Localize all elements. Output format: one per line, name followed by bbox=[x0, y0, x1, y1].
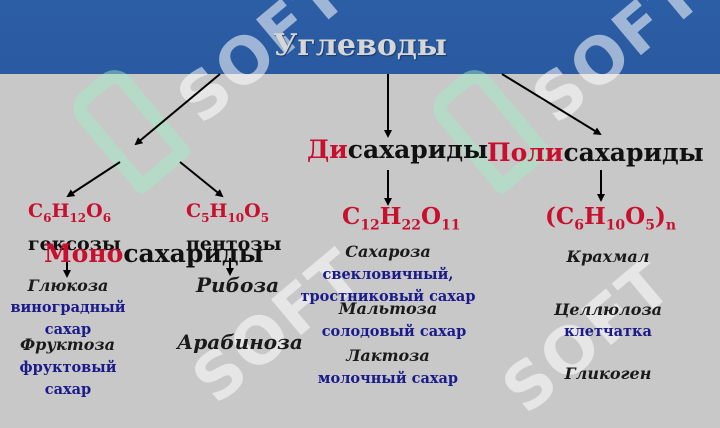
polysaccharide-formula: (C6H10O5)n bbox=[545, 203, 677, 234]
sucrose-name: Сахароза bbox=[345, 242, 431, 261]
maltose-desc: солодовый сахар bbox=[321, 323, 467, 340]
arrow-to-hexoses bbox=[66, 161, 121, 198]
starch-name: Крахмал bbox=[566, 247, 650, 266]
monosaccharides-suffix: сахариды bbox=[123, 239, 264, 268]
cellulose-desc: клетчатка bbox=[564, 323, 652, 340]
sucrose-desc-line2: тростниковый сахар bbox=[300, 288, 476, 305]
glucose-desc-line1: виноградный bbox=[10, 299, 126, 316]
fructose-name: Фруктоза bbox=[20, 335, 115, 354]
lactose-name: Лактоза bbox=[346, 346, 430, 365]
connector-arrows bbox=[63, 73, 605, 278]
hexose-formula: C6H12O6 bbox=[28, 200, 112, 225]
fructose-desc-line1: фруктовый bbox=[19, 359, 117, 376]
glucose-desc-line2: сахар bbox=[44, 321, 92, 338]
polysaccharides-prefix: Поли bbox=[487, 138, 564, 167]
disaccharide-formula: C12H22O11 bbox=[342, 203, 461, 234]
fructose-desc-line2: сахар bbox=[44, 381, 92, 398]
arrow-to-monosaccharides bbox=[134, 73, 221, 146]
monosaccharides-prefix: Моно bbox=[44, 239, 124, 268]
cellulose-name: Целлюлоза bbox=[553, 300, 663, 319]
disaccharides-suffix: сахариды bbox=[347, 135, 489, 164]
glycogen-name: Гликоген bbox=[564, 364, 652, 383]
hexoses-label: гексозы bbox=[28, 233, 121, 255]
ribose-name: Рибоза bbox=[196, 273, 280, 297]
arrow-to-pentoses bbox=[179, 161, 224, 198]
header-bar bbox=[0, 0, 720, 74]
pentoses-label: пентозы bbox=[186, 233, 282, 255]
maltose-name: Мальтоза bbox=[338, 299, 438, 318]
disaccharides-heading: Дисахариды bbox=[307, 136, 488, 164]
arrow-to-polysaccharides bbox=[501, 73, 602, 136]
glucose-name: Глюкоза bbox=[27, 276, 109, 295]
arabinose-name: Арабиноза bbox=[177, 330, 303, 354]
lactose-desc: молочный сахар bbox=[317, 370, 459, 387]
slide-title: Углеводы bbox=[273, 28, 447, 63]
pentose-formula: C5H10O5 bbox=[186, 200, 270, 225]
monosaccharides-heading: Моносахариды bbox=[44, 240, 264, 268]
polysaccharides-heading: Полисахариды bbox=[487, 139, 704, 167]
polysaccharides-suffix: сахариды bbox=[563, 138, 704, 167]
disaccharides-prefix: Ди bbox=[307, 135, 348, 164]
sucrose-desc-line1: свекловичный, bbox=[322, 266, 454, 283]
